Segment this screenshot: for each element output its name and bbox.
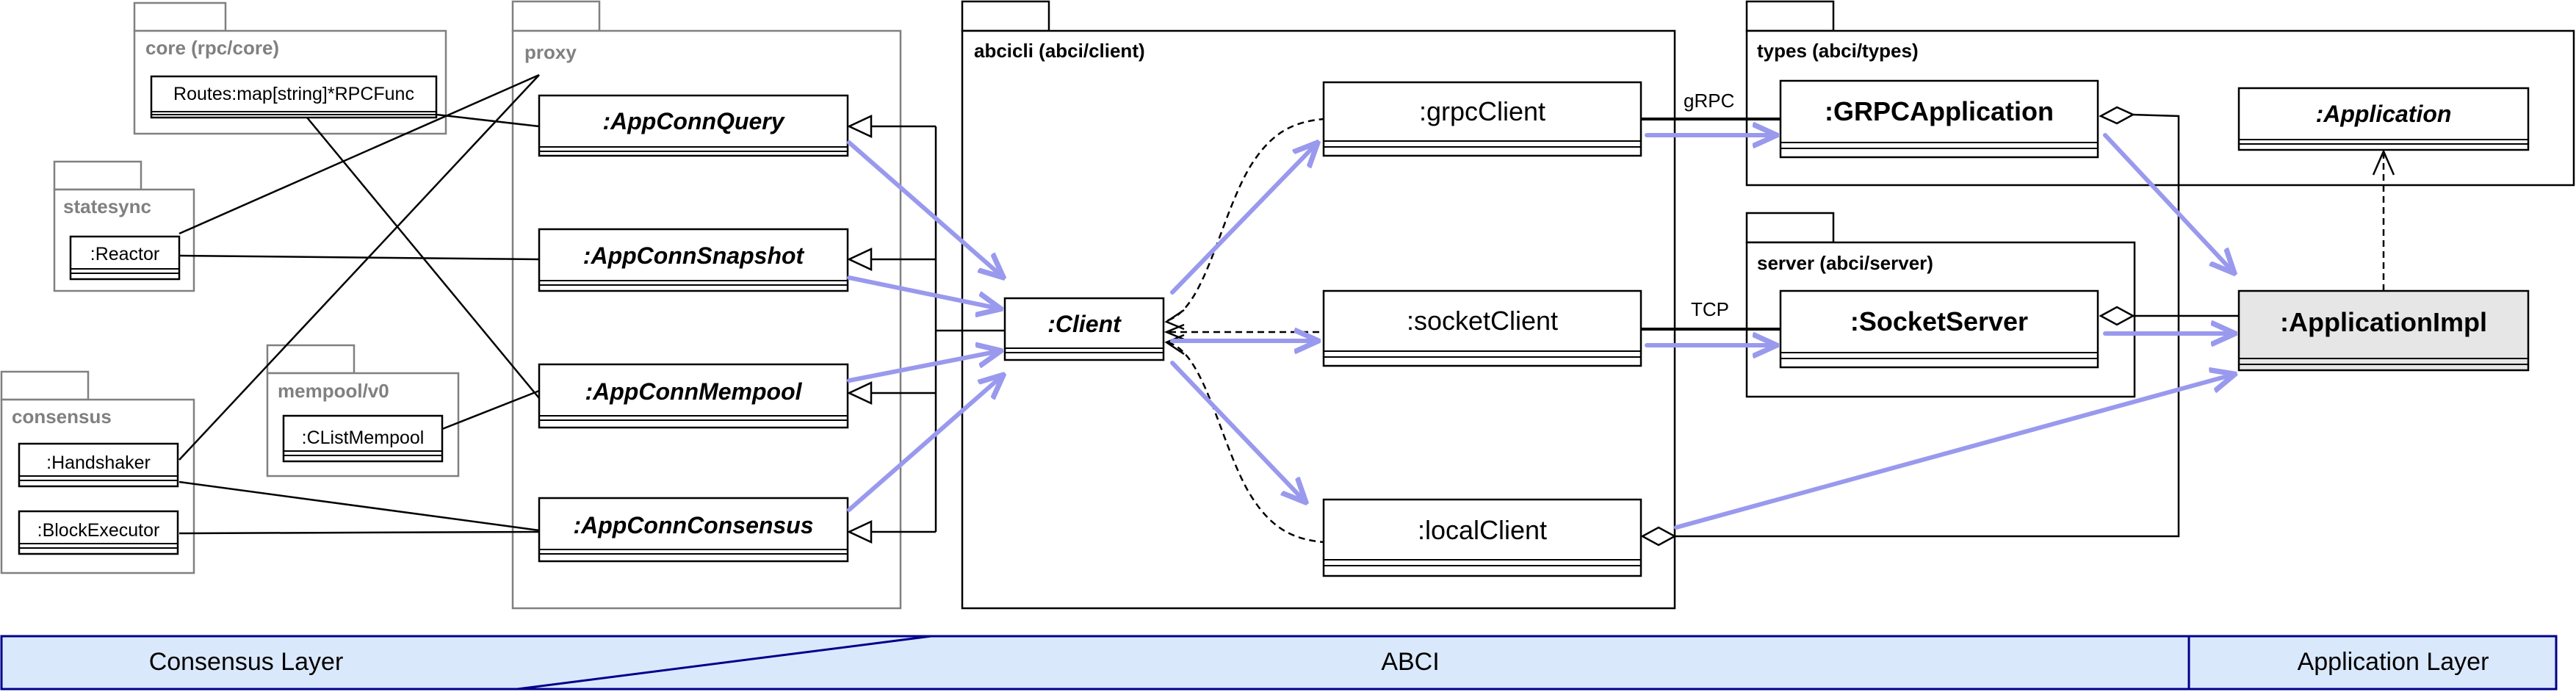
flow-arrows <box>847 135 2233 530</box>
realization-line <box>2372 148 2395 291</box>
app-conn-snapshot-class: :AppConnSnapshot <box>538 228 849 292</box>
socket-client-label: :socketClient <box>1407 306 1558 336</box>
package-core-label: core (rpc/core) <box>145 37 279 59</box>
app-conn-mempool-class: :AppConnMempool <box>538 363 849 429</box>
application-layer-label: Application Layer <box>2298 648 2489 676</box>
client-class: :Client <box>1003 297 1165 361</box>
package-proxy-label: proxy <box>524 41 577 63</box>
application-impl-label: :ApplicationImpl <box>2280 307 2487 337</box>
grpc-client-object: :grpcClient <box>1322 81 1642 157</box>
package-types-label: types (abci/types) <box>1757 40 1919 62</box>
application-impl-object: :ApplicationImpl <box>2237 289 2530 372</box>
package-server-label: server (abci/server) <box>1757 252 1933 274</box>
app-conn-consensus-label: :AppConnConsensus <box>573 512 813 538</box>
layer-band <box>0 635 2558 691</box>
abci-layer-label: ABCI <box>1381 648 1439 676</box>
reactor-label: :Reactor <box>90 244 159 264</box>
generalization-triangles <box>847 115 873 544</box>
block-executor-object: :BlockExecutor <box>18 510 179 555</box>
grpc-label: gRPC <box>1684 90 1734 112</box>
routes-label: Routes:map[string]*RPCFunc <box>173 84 414 104</box>
app-conn-query-label: :AppConnQuery <box>602 108 785 134</box>
dashed-connector-heads <box>1163 309 1185 356</box>
application-label: :Application <box>2316 101 2452 127</box>
association-lines <box>178 73 540 535</box>
aggregation-lines <box>1662 113 2239 538</box>
aggregation-diamonds <box>1640 106 2135 547</box>
app-conn-query-class: :AppConnQuery <box>538 94 849 157</box>
socket-server-label: :SocketServer <box>1850 306 2028 336</box>
local-client-object: :localClient <box>1322 498 1642 577</box>
clist-mempool-object: :CListMempool <box>282 414 444 463</box>
client-label: :Client <box>1047 311 1122 337</box>
grpc-application-object: :GRPCApplication <box>1779 79 2099 159</box>
clist-mempool-label: :CListMempool <box>302 428 425 448</box>
tcp-label: TCP <box>1691 298 1729 320</box>
package-statesync-label: statesync <box>63 195 151 217</box>
package-consensus-label: consensus <box>12 406 112 428</box>
app-conn-mempool-label: :AppConnMempool <box>585 378 802 405</box>
socket-client-object: :socketClient <box>1322 289 1642 367</box>
reactor-object: :Reactor <box>69 235 181 281</box>
handshaker-object: :Handshaker <box>18 442 179 488</box>
generalization-lines <box>871 125 1005 533</box>
dashed-connectors <box>1167 118 1324 544</box>
package-abcicli-label: abcicli (abci/client) <box>974 40 1145 62</box>
block-executor-label: :BlockExecutor <box>37 520 160 541</box>
package-mempool-label: mempool/v0 <box>278 380 389 402</box>
grpc-client-label: :grpcClient <box>1419 96 1545 126</box>
grpc-application-label: :GRPCApplication <box>1825 96 2054 126</box>
routes-object: Routes:map[string]*RPCFunc <box>150 75 438 119</box>
consensus-layer-label: Consensus Layer <box>149 648 344 676</box>
socket-server-object: :SocketServer <box>1779 289 2099 369</box>
application-interface: :Application <box>2237 87 2530 151</box>
app-conn-snapshot-label: :AppConnSnapshot <box>583 242 805 269</box>
local-client-label: :localClient <box>1418 515 1547 545</box>
handshaker-label: :Handshaker <box>46 453 151 473</box>
app-conn-consensus-class: :AppConnConsensus <box>538 497 849 563</box>
